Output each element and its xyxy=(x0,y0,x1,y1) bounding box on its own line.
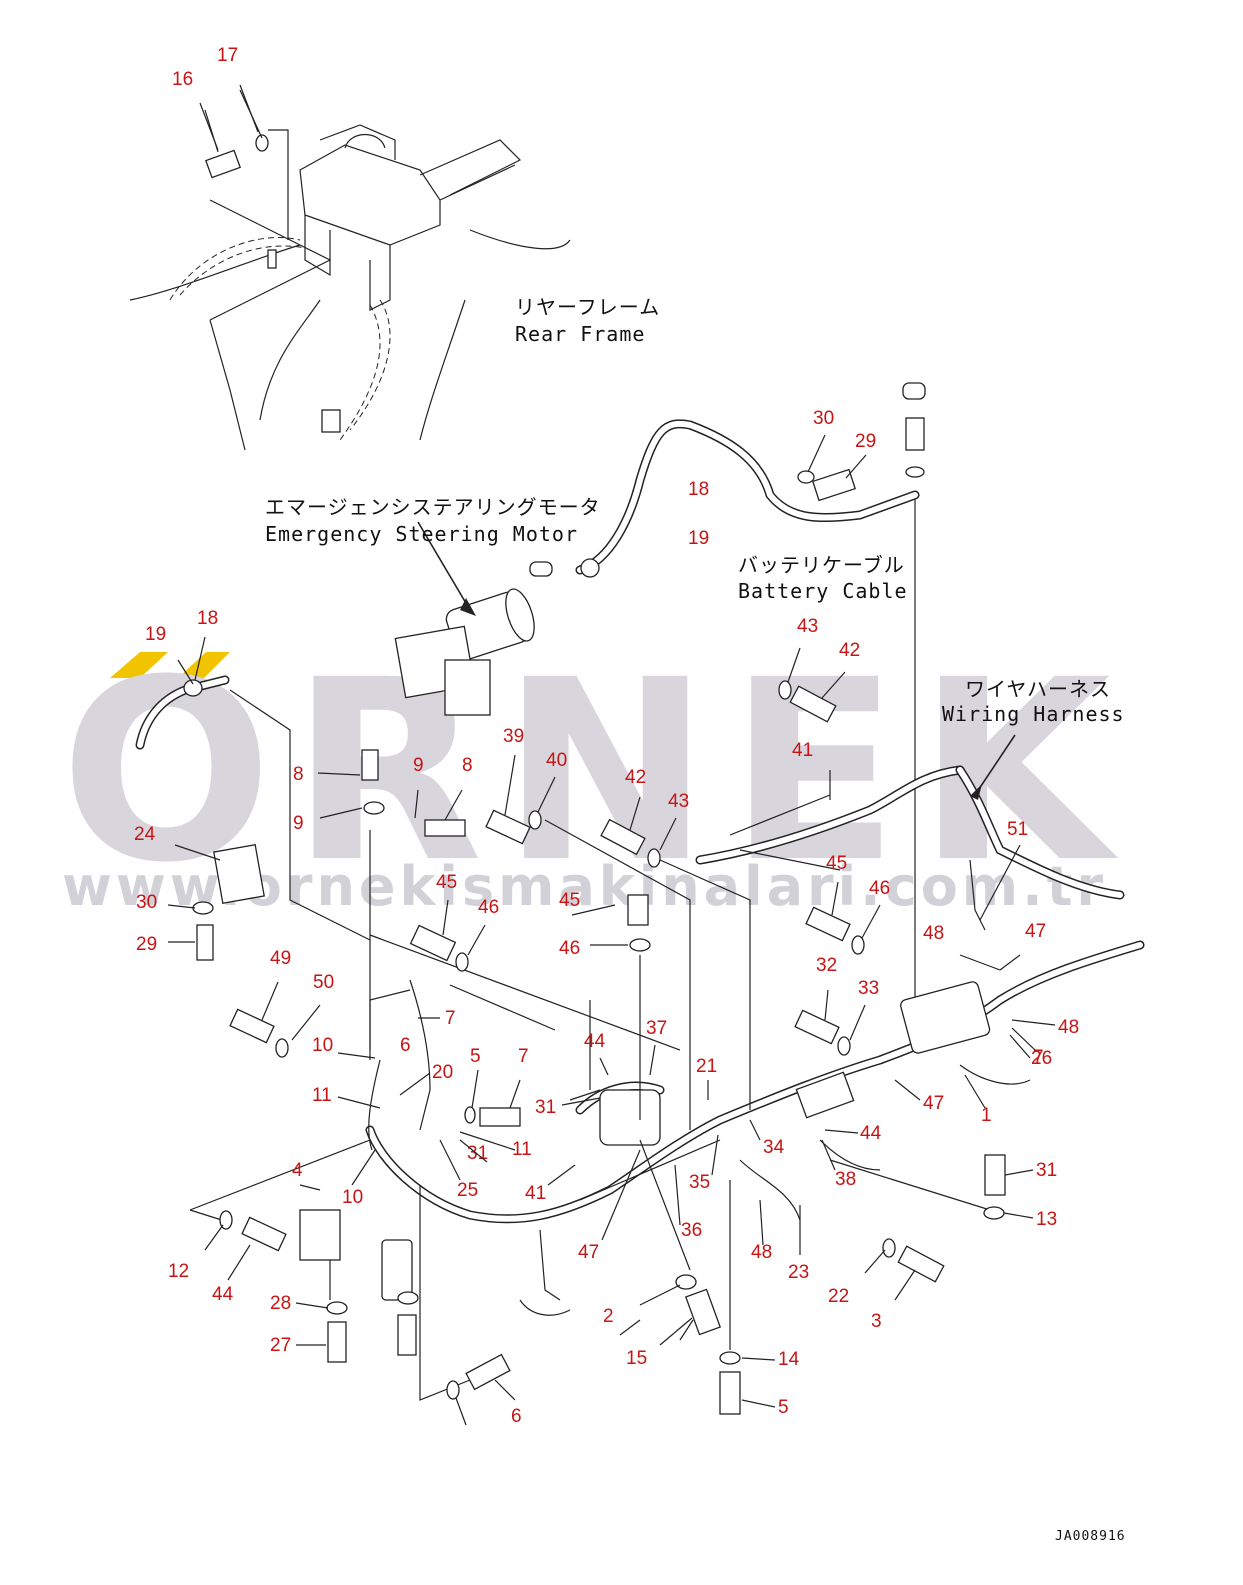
callout-label: 2 xyxy=(603,1306,614,1327)
callout-label: 19 xyxy=(688,528,709,549)
caption-battery-cable-en: Battery Cable xyxy=(738,579,908,603)
callout-label: 46 xyxy=(559,938,580,959)
callout-label: 5 xyxy=(778,1397,789,1418)
callout-label: 31 xyxy=(1036,1160,1057,1181)
callout-label: 4 xyxy=(292,1160,303,1181)
callout-label: 46 xyxy=(478,897,499,918)
callout-label: 18 xyxy=(197,608,218,629)
callout-label: 25 xyxy=(457,1180,478,1201)
part-callouts: 17 16 30 29 18 19 19 18 8 9 9 8 39 40 42… xyxy=(134,45,1079,1427)
rear-frame-drawing xyxy=(129,89,571,451)
callout-label: 38 xyxy=(835,1169,856,1190)
callout-label: 46 xyxy=(869,878,890,899)
caption-rear-frame-en: Rear Frame xyxy=(515,322,645,346)
callout-label: 27 xyxy=(270,1335,291,1356)
captions: リヤーフレーム Rear Frame エマージェンシステアリングモータ Emer… xyxy=(265,295,1125,726)
callout-label: 42 xyxy=(625,767,646,788)
callout-label: 45 xyxy=(826,853,847,874)
callout-label: 28 xyxy=(270,1293,291,1314)
callout-label: 15 xyxy=(626,1348,647,1369)
callout-label: 17 xyxy=(217,45,238,66)
callout-label: 48 xyxy=(923,923,944,944)
callout-label: 41 xyxy=(525,1183,546,1204)
battery-cable-drawing xyxy=(529,382,926,1010)
caption-steering-motor-en: Emergency Steering Motor xyxy=(265,522,578,546)
callout-label: 13 xyxy=(1036,1209,1057,1230)
callout-label: 47 xyxy=(923,1093,944,1114)
document-id: JA008916 xyxy=(1055,1529,1126,1544)
callout-label: 30 xyxy=(813,408,834,429)
caption-wiring-harness-en: Wiring Harness xyxy=(942,702,1125,726)
callout-label: 47 xyxy=(578,1242,599,1263)
callout-label: 10 xyxy=(342,1187,363,1208)
caption-battery-cable-jp: バッテリケーブル xyxy=(738,553,905,577)
callout-label: 31 xyxy=(535,1097,556,1118)
callout-label: 39 xyxy=(503,726,524,747)
callout-label: 7 xyxy=(1033,1047,1044,1068)
caption-rear-frame-jp: リヤーフレーム xyxy=(515,295,660,319)
callout-label: 51 xyxy=(1007,819,1028,840)
callout-label: 8 xyxy=(293,764,304,785)
callout-label: 5 xyxy=(470,1046,481,1067)
callout-label: 11 xyxy=(312,1085,332,1106)
callout-label: 43 xyxy=(668,791,689,812)
callout-label: 29 xyxy=(136,934,157,955)
callout-label: 21 xyxy=(696,1056,717,1077)
hardware-drawing xyxy=(192,680,1006,1415)
callout-label: 7 xyxy=(518,1046,529,1067)
leader-lines xyxy=(167,84,1056,1426)
callout-label: 34 xyxy=(763,1137,785,1158)
callout-label: 44 xyxy=(860,1123,882,1144)
callout-label: 42 xyxy=(839,640,860,661)
callout-label: 10 xyxy=(312,1035,333,1056)
callout-label: 9 xyxy=(293,813,304,834)
callout-label: 44 xyxy=(212,1284,234,1305)
callout-label: 8 xyxy=(462,755,473,776)
callout-label: 45 xyxy=(436,872,457,893)
callout-label: 50 xyxy=(313,972,334,993)
callout-label: 33 xyxy=(858,978,879,999)
callout-label: 22 xyxy=(828,1286,849,1307)
callout-label: 26 xyxy=(1031,1048,1052,1069)
callout-label: 30 xyxy=(136,892,157,913)
callout-label: 23 xyxy=(788,1262,809,1283)
callout-label: 9 xyxy=(413,755,424,776)
steering-motor-drawing xyxy=(394,521,535,716)
watermark-accent-right xyxy=(178,652,230,678)
callout-label: 49 xyxy=(270,948,291,969)
callout-label: 32 xyxy=(816,955,837,976)
callout-label: 19 xyxy=(145,624,166,645)
callout-label: 14 xyxy=(778,1349,800,1370)
callout-label: 48 xyxy=(1058,1017,1079,1038)
callout-label: 6 xyxy=(400,1035,411,1056)
caption-steering-motor-jp: エマージェンシステアリングモータ xyxy=(265,495,601,519)
callout-label: 44 xyxy=(584,1031,606,1052)
callout-label: 3 xyxy=(871,1311,882,1332)
callout-label: 29 xyxy=(855,431,876,452)
callout-label: 40 xyxy=(546,750,567,771)
callout-label: 24 xyxy=(134,824,156,845)
callout-label: 7 xyxy=(445,1008,456,1029)
wiring-harness-drawing xyxy=(135,675,1145,1401)
callout-label: 37 xyxy=(646,1018,667,1039)
callout-label: 36 xyxy=(681,1220,702,1241)
callout-label: 12 xyxy=(168,1261,189,1282)
watermark-accent-left xyxy=(110,652,168,678)
callout-label: 35 xyxy=(689,1172,710,1193)
callout-label: 1 xyxy=(981,1105,992,1126)
callout-label: 41 xyxy=(792,740,813,761)
callout-label: 47 xyxy=(1025,921,1046,942)
callout-label: 43 xyxy=(797,616,818,637)
callout-label: 45 xyxy=(559,890,580,911)
callout-label: 11 xyxy=(512,1139,532,1160)
callout-label: 6 xyxy=(511,1406,522,1427)
callout-label: 20 xyxy=(432,1062,453,1083)
callout-label: 16 xyxy=(172,69,193,90)
callout-label: 18 xyxy=(688,479,709,500)
callout-label: 48 xyxy=(751,1242,772,1263)
caption-wiring-harness-jp: ワイヤハーネス xyxy=(965,677,1111,701)
